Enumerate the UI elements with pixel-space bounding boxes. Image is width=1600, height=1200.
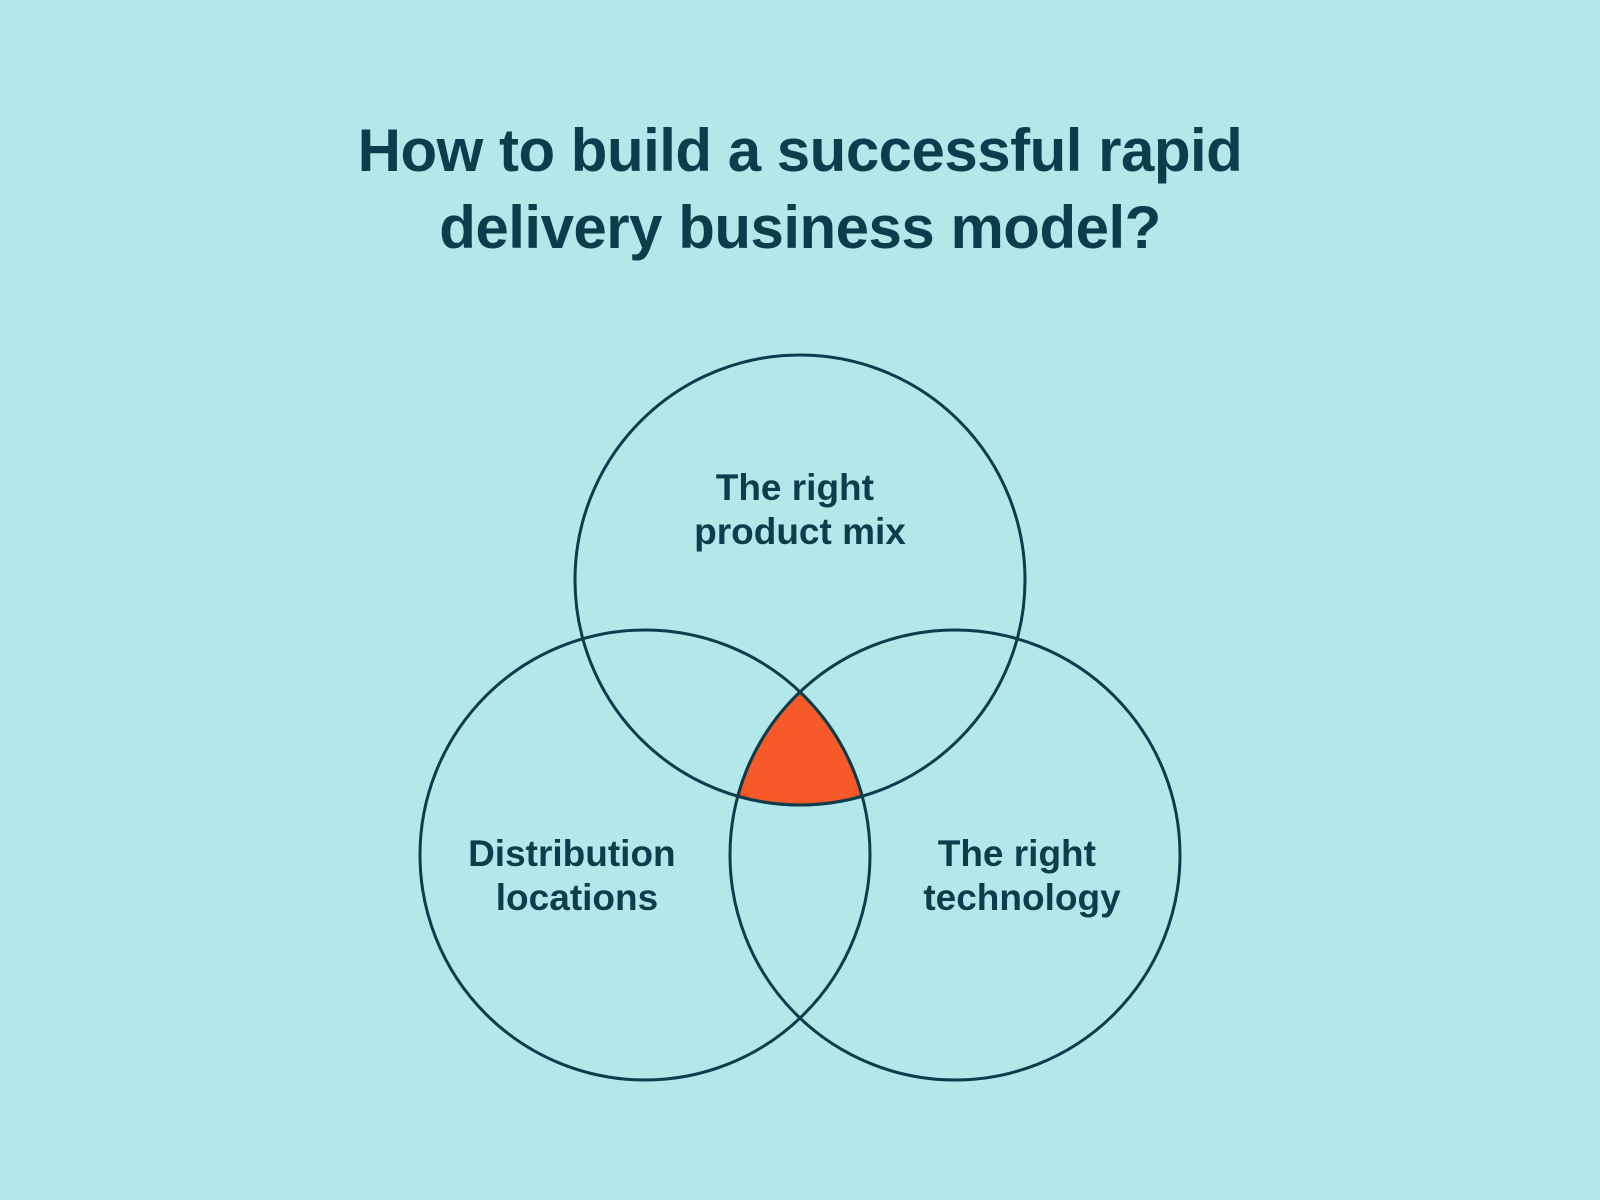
venn-circle-technology [728, 628, 1182, 1082]
venn-circle-distribution-locations [418, 628, 872, 1082]
venn-circle-product-mix [573, 353, 1027, 807]
venn-label-technology: The right technology [923, 833, 1121, 918]
page-title: How to build a successful rapid delivery… [0, 112, 1600, 266]
venn-label-product-mix: The right product mix [694, 467, 906, 552]
venn-label-distribution-locations: Distribution locations [468, 833, 686, 918]
page-title-line-2: delivery business model? [439, 194, 1161, 261]
page-title-line-1: How to build a successful rapid [357, 117, 1243, 184]
